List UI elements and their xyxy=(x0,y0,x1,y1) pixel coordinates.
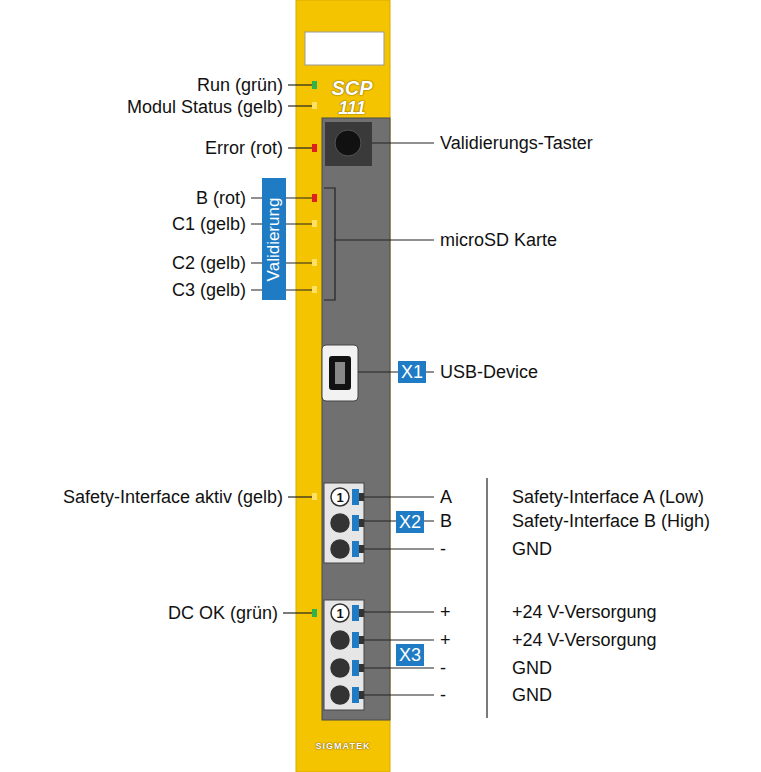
callout-label: + xyxy=(440,631,451,649)
model-name: 111 xyxy=(338,99,365,117)
connector-tag: X1 xyxy=(398,361,426,383)
label-field xyxy=(305,32,384,65)
terminal-hole xyxy=(331,686,349,704)
callout-label: DC OK (grün) xyxy=(168,604,278,622)
led xyxy=(312,102,317,109)
button-housing xyxy=(325,122,372,166)
led xyxy=(312,144,317,152)
microsd-slot xyxy=(324,188,335,300)
connector-name: X3 xyxy=(399,645,421,665)
callout-label: - xyxy=(440,659,446,677)
callout-label: Safety-Interface B (High) xyxy=(512,512,710,530)
callout-label: B (rot) xyxy=(196,189,246,207)
connector-tag: X3 xyxy=(396,644,424,666)
callout-label: +24 V-Versorgung xyxy=(512,603,657,621)
terminal-latch xyxy=(359,493,364,501)
callout-label: C2 (gelb) xyxy=(172,254,246,272)
callout-label: Modul Status (gelb) xyxy=(127,98,283,116)
spring-tab xyxy=(352,660,359,676)
led xyxy=(312,493,317,500)
callout-label: - xyxy=(440,540,446,558)
usb-tongue xyxy=(335,362,345,384)
terminal-hole xyxy=(331,540,349,558)
usb-socket xyxy=(329,356,351,390)
terminal-hole xyxy=(331,604,349,622)
terminal-latch xyxy=(359,691,364,699)
callout-label: GND xyxy=(512,686,552,704)
connector-tag: X2 xyxy=(396,511,424,533)
callout-label: Error (rot) xyxy=(205,139,283,157)
led xyxy=(312,194,317,202)
callout-label: USB-Device xyxy=(440,363,538,381)
callout-label: GND xyxy=(512,540,552,558)
terminal-block xyxy=(324,483,364,563)
validation-band: Validierung xyxy=(262,178,286,300)
front-plate xyxy=(322,118,390,720)
model-name: SCP xyxy=(331,78,372,98)
spring-tab xyxy=(352,605,359,621)
terminal-hole xyxy=(331,631,349,649)
terminal-latch xyxy=(359,636,364,644)
callout-label: - xyxy=(440,686,446,704)
led xyxy=(312,609,317,617)
callout-label: GND xyxy=(512,659,552,677)
terminal-hole xyxy=(331,488,349,506)
module-front: SCP111SIGMATEK xyxy=(296,0,390,772)
terminal-latch xyxy=(359,664,364,672)
module-panel xyxy=(296,0,390,772)
led xyxy=(312,259,317,266)
terminal-hole xyxy=(331,514,349,532)
callout-label: C3 (gelb) xyxy=(172,281,246,299)
terminal-hole xyxy=(331,659,349,677)
callout-label: +24 V-Versorgung xyxy=(512,631,657,649)
spring-tab xyxy=(352,515,359,531)
pin-number: 1 xyxy=(336,607,343,620)
terminal-latch xyxy=(359,519,364,527)
band-title: Validierung xyxy=(266,197,283,281)
spring-tab xyxy=(352,687,359,703)
callout-label: Safety-Interface A (Low) xyxy=(512,488,704,506)
validation-button xyxy=(335,130,361,156)
callout-label: Safety-Interface aktiv (gelb) xyxy=(63,488,283,506)
pin-number: 1 xyxy=(336,491,343,504)
callout-label: Validierungs-Taster xyxy=(440,134,593,152)
brand-name: SIGMATEK xyxy=(316,742,371,751)
led xyxy=(312,81,317,89)
callout-label: B xyxy=(440,512,452,530)
callout-label: + xyxy=(440,603,451,621)
callout-label: C1 (gelb) xyxy=(172,215,246,233)
terminal-latch xyxy=(359,545,364,553)
callout-label: A xyxy=(440,488,452,506)
spring-tab xyxy=(352,489,359,505)
callout-label: Run (grün) xyxy=(197,76,283,94)
callout-label: microSD Karte xyxy=(440,231,557,249)
spring-tab xyxy=(352,632,359,648)
leader-lines xyxy=(251,85,487,718)
spring-tab xyxy=(352,541,359,557)
led xyxy=(312,286,317,293)
connector-name: X2 xyxy=(399,512,421,532)
terminal-block xyxy=(324,600,364,710)
terminal-latch xyxy=(359,609,364,617)
led xyxy=(312,220,317,227)
usb-port xyxy=(322,345,358,401)
connector-name: X1 xyxy=(401,362,423,382)
